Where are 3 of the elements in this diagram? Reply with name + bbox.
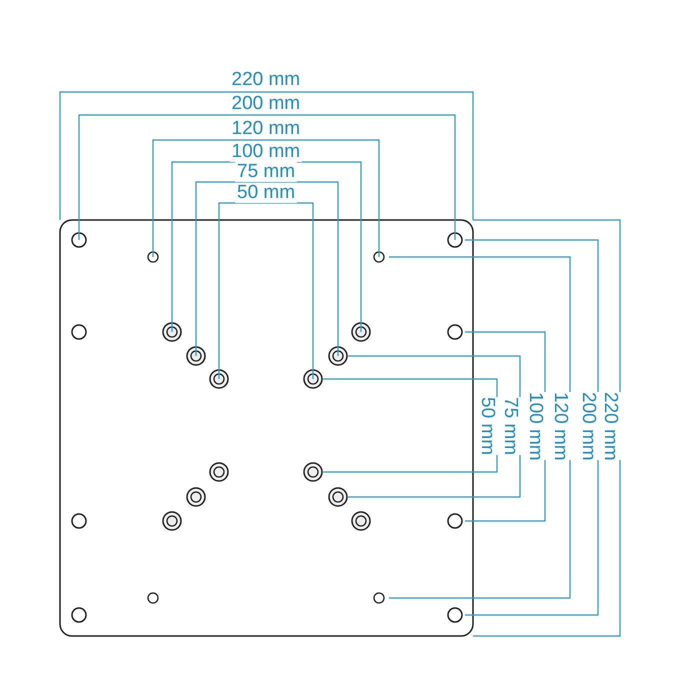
dimension-label: 100 mm xyxy=(230,142,302,162)
dimension-label: 50 mm xyxy=(235,183,298,203)
dimension-label: 75 mm xyxy=(235,162,298,182)
